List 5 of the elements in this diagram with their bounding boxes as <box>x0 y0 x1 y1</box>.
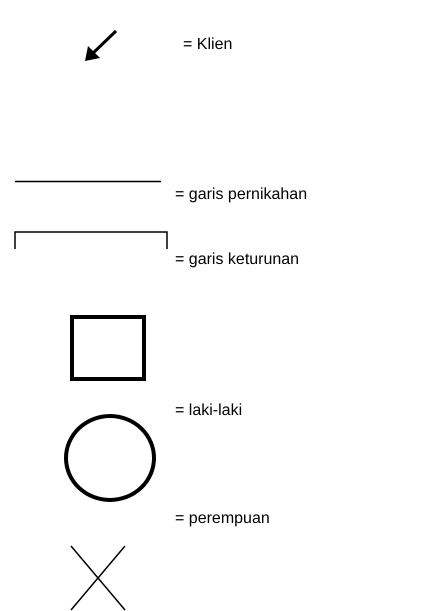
legend-label: = garis keturunan <box>175 250 300 270</box>
legend-label: = garis pernikahan <box>175 185 308 205</box>
legend-label: = laki-laki <box>175 401 242 421</box>
legend-label: = perempuan <box>175 509 270 529</box>
legend-label: = Klien <box>183 35 232 55</box>
